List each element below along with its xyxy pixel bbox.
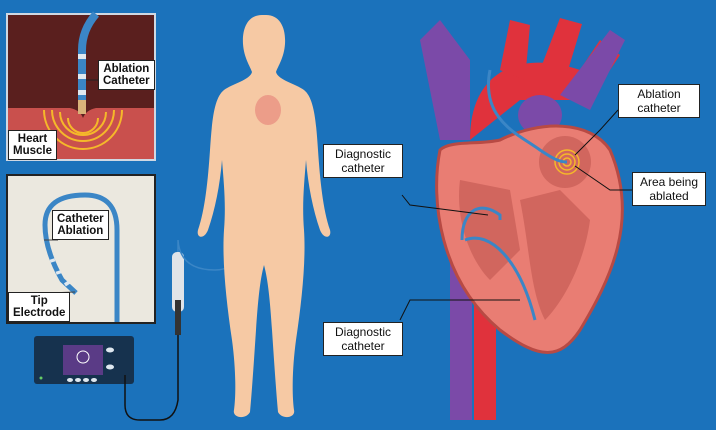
generator-screen: [63, 345, 103, 375]
label-line: Tip: [30, 295, 48, 307]
label-line: Catheter: [57, 213, 104, 225]
label-line: ablated: [649, 189, 689, 203]
superior-vena-cava: [420, 20, 470, 140]
label-line: Ablation: [637, 87, 681, 101]
heart-in-body: [255, 95, 281, 125]
label-line: Electrode: [13, 307, 66, 319]
diagnostic-catheter-lower: [464, 236, 537, 321]
label-line: Ablation: [57, 225, 104, 237]
label-line: catheter: [341, 339, 385, 353]
ablation-catheter: [78, 11, 100, 112]
label-line: catheter: [341, 161, 385, 175]
label-line: Muscle: [13, 145, 52, 157]
label-line: Diagnostic: [334, 325, 392, 339]
label-line: Area being: [639, 175, 699, 189]
catheter-tip: [78, 100, 86, 114]
heat-rings: [43, 109, 123, 150]
rf-generator: [34, 335, 179, 421]
label-line: Diagnostic: [334, 147, 392, 161]
diagnostic-catheter-upper: [460, 206, 502, 241]
label-line: Ablation: [103, 63, 150, 75]
label-line: catheter: [637, 101, 681, 115]
label-line: Heart: [17, 133, 48, 145]
ablation-catheter-heart: [486, 69, 568, 164]
heart-cross-section: [420, 18, 625, 420]
label-line: Catheter: [103, 75, 150, 87]
human-body-silhouette: [197, 15, 331, 418]
